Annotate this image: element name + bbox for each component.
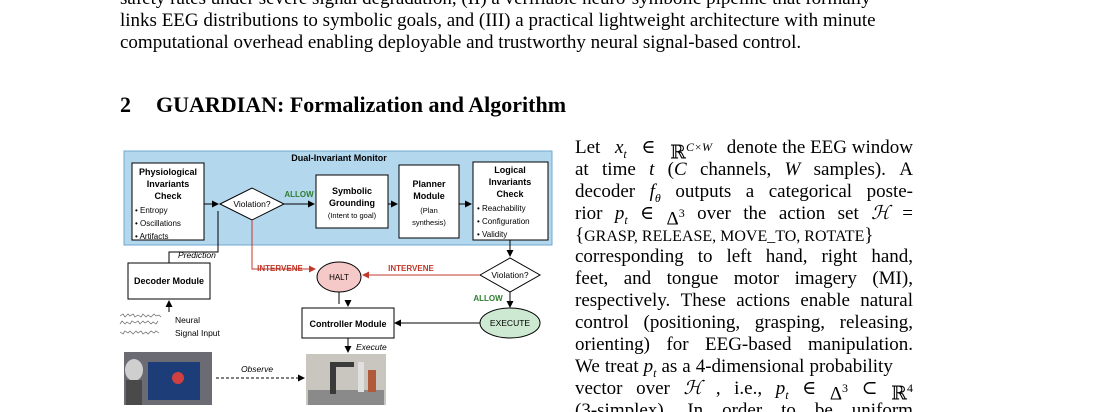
execute-label: Execute: [356, 342, 387, 352]
physio-title-line: Invariants: [147, 179, 190, 189]
physio-item: • Artifacts: [135, 232, 168, 241]
eeg-signal-waves: [119, 313, 162, 335]
execute-node-label: EXECUTE: [490, 318, 530, 328]
neural-label-line: Signal Input: [175, 328, 221, 338]
grounding-title-line: Symbolic: [332, 186, 372, 196]
prediction-label: Prediction: [178, 250, 216, 260]
physiological-check-box: [131, 162, 205, 241]
intro-line: safety rates under severe signal degrada…: [120, 0, 920, 10]
section-title: GUARDIAN: Formalization and Algorithm: [156, 92, 567, 117]
planner-title-line: Module: [413, 191, 445, 201]
physio-title-line: Check: [154, 191, 182, 201]
section-number: 2: [120, 92, 131, 117]
logical-title-line: Logical: [494, 165, 526, 175]
controller-module-box: [301, 307, 395, 339]
planner-module-box: [398, 164, 460, 239]
logical-item: • Configuration: [477, 217, 530, 226]
text-line: {GRASP, RELEASE, MOVE_TO, ROTATE}: [575, 224, 874, 246]
intro-paragraph: safety rates under severe signal degrada…: [120, 0, 920, 54]
planner-sub-line: (Plan: [420, 206, 438, 215]
violation-label: Violation?: [233, 199, 270, 209]
allow-label: ALLOW: [284, 190, 314, 199]
intro-line: computational overhead enabling deployab…: [120, 32, 802, 53]
logical-title-line: Invariants: [489, 177, 532, 187]
subject-photo: [124, 352, 212, 405]
neural-label-line: Neural: [175, 315, 200, 325]
violation2-label: Violation?: [491, 270, 528, 280]
planner-sub-line: synthesis): [412, 218, 446, 227]
physio-title-line: Physiological: [139, 167, 197, 177]
intervene2-label: INTERVENE: [388, 264, 434, 273]
physio-item: • Oscillations: [135, 219, 181, 228]
allow2-label: ALLOW: [473, 294, 503, 303]
intro-line: links EEG distributions to symbolic goal…: [120, 10, 876, 31]
halt-label: HALT: [329, 273, 349, 282]
physio-item: • Entropy: [135, 206, 168, 215]
logical-check-box: [472, 161, 549, 241]
grounding-sub: (Intent to goal): [328, 211, 377, 220]
observe-label: Observe: [241, 364, 273, 374]
symbolic-grounding-box: [315, 174, 389, 229]
intervene-label: INTERVENE: [257, 264, 303, 273]
planner-title-line: Planner: [412, 179, 446, 189]
monitor-title: Dual-Invariant Monitor: [291, 153, 387, 163]
section-heading: 2 GUARDIAN: Formalization and Algorithm: [120, 92, 566, 118]
violation2-decision-diamond: [478, 257, 542, 293]
decoder-module-box: [127, 262, 211, 300]
logical-item: • Reachability: [477, 204, 526, 213]
logical-title-line: Check: [496, 189, 524, 199]
robot-arm-photo: [306, 354, 386, 405]
logical-item: • Validity: [477, 230, 507, 239]
decoder-label: Decoder Module: [134, 276, 204, 286]
grounding-title-line: Grounding: [329, 198, 375, 208]
guardian-architecture-figure: Dual-Invariant Monitor Physiological Inv…: [118, 140, 558, 405]
text-line: control(positioning,grasping,releasing,: [575, 312, 913, 334]
controller-label: Controller Module: [310, 319, 387, 329]
